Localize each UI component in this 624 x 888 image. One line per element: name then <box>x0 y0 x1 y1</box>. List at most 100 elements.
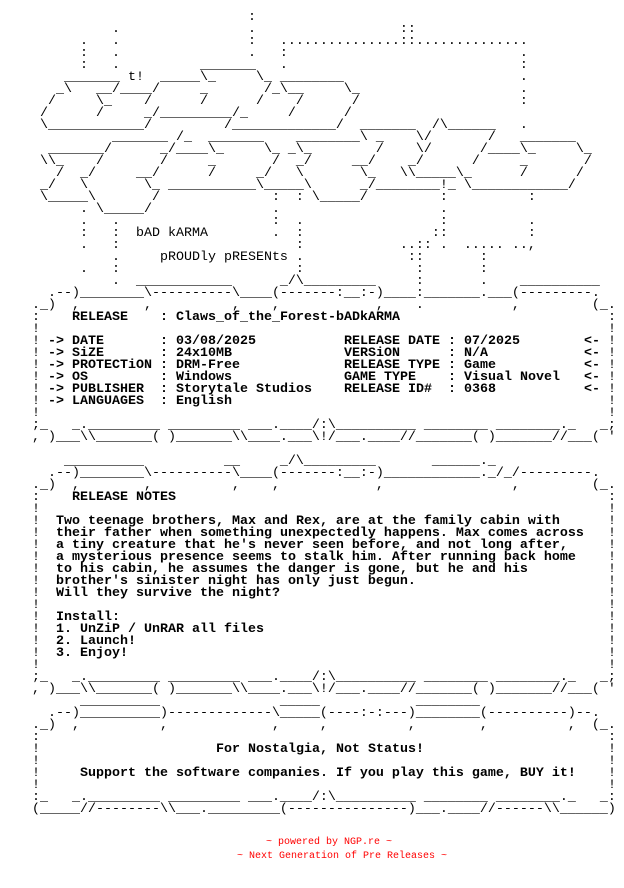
info-label: SiZE <box>72 346 104 361</box>
separator: : <box>160 394 168 409</box>
box-side-border: ! <box>32 406 40 421</box>
separator: : <box>160 358 168 373</box>
logo-art-line: _______ /_ _______ ________\ _ \/ / ____… <box>0 130 576 145</box>
separator: : <box>448 334 456 349</box>
info-label: RELEASE ID# <box>344 382 432 397</box>
info-value: 0368 <box>464 382 496 397</box>
info-value: English <box>176 394 232 409</box>
box-side-border: : <box>608 730 616 745</box>
notes-paragraph-line: their father when something unexpectedly… <box>56 526 584 541</box>
box-side-border: ! <box>32 322 40 337</box>
box-side-border: ! <box>608 586 616 601</box>
separator: : <box>160 370 168 385</box>
logo-art-line: _\ __/____/ _ /_\__ \_ . <box>0 82 528 97</box>
info-label: PROTECTiON <box>72 358 152 373</box>
notes-paragraph-line: Will they survive the night? <box>56 586 280 601</box>
arrow-right-marker: -> <box>48 370 64 385</box>
box-side-border: ! <box>32 634 40 649</box>
box-side-border: ! <box>608 514 616 529</box>
box-side-border: ! <box>32 562 40 577</box>
box-border-top: .--)________\----------\____(-------:__:… <box>0 466 600 481</box>
install-title: Install: <box>56 610 120 625</box>
box-side-border: ! <box>608 370 616 385</box>
logo-art-line: \____________/ /_____________/ _______ /… <box>0 118 528 133</box>
info-value: Windows <box>176 370 232 385</box>
info-label: RELEASE TYPE <box>344 358 440 373</box>
box-side-border: ! <box>608 658 616 673</box>
box-border-bottom: , )___\\_______( )_______\\____.___\!/__… <box>0 430 616 445</box>
box-side-border: : <box>32 490 40 505</box>
install-step: 2. Launch! <box>56 634 136 649</box>
logo-art-line: _______ t! _____\_ \_ ________ . <box>0 70 528 85</box>
box-side-border: ! <box>608 778 616 793</box>
box-border-bottom: , )___\\_______( )_______\\____.___\!/__… <box>0 682 616 697</box>
box-side-border: : <box>32 310 40 325</box>
info-value: Storytale Studios <box>176 382 312 397</box>
box-side-border: ! <box>32 610 40 625</box>
logo-art-line: . \_____/ . . <box>0 202 448 217</box>
box-side-border: ! <box>608 610 616 625</box>
arrow-right-marker: -> <box>48 334 64 349</box>
box-side-border: ! <box>608 550 616 565</box>
logo-art-line: . : : : : <box>0 262 488 277</box>
logo-art-line: : . _______ . : <box>0 58 528 73</box>
box-side-border: ! <box>32 766 40 781</box>
separator: : <box>160 334 168 349</box>
box-border-top: __________ __ _/\_________ ______._ <box>0 454 496 469</box>
support-message: Support the software companies. If you p… <box>80 766 576 781</box>
box-border-bottom: ;_ _._________ _________ ___.____/:\____… <box>0 418 616 433</box>
box-side-border: ! <box>32 526 40 541</box>
logo-art-line: . . : . : . <box>0 214 536 229</box>
separator: : <box>160 346 168 361</box>
info-label: DATE <box>72 334 104 349</box>
box-border-top: .--)__________)-------------\_____(----:… <box>0 706 600 721</box>
notes-paragraph-line: Two teenage brothers, Max and Rex, are a… <box>56 514 560 529</box>
powered-by-text: ~ powered by NGP.re ~ <box>266 837 393 848</box>
separator: : <box>448 346 456 361</box>
box-border-top: .--)________\----------\____(-------:__:… <box>0 286 600 301</box>
box-side-border: ! <box>32 646 40 661</box>
arrow-right-marker: -> <box>48 394 64 409</box>
box-side-border: ! <box>32 574 40 589</box>
separator: : <box>448 370 456 385</box>
box-side-border: ! <box>32 358 40 373</box>
arrow-right-marker: -> <box>48 346 64 361</box>
box-side-border: ! <box>32 742 40 757</box>
info-value: N/A <box>464 346 488 361</box>
group-name-line: : : bAD kARMA . : :: : <box>0 226 536 241</box>
install-step: 1. UnZiP / UnRAR all files <box>56 622 264 637</box>
info-label: LANGUAGES <box>72 394 144 409</box>
release-label: RELEASE <box>72 310 128 325</box>
notes-paragraph-line: a tiny creature that he's never seen bef… <box>56 538 568 553</box>
box-side-border: ! <box>608 526 616 541</box>
box-side-border: ! <box>608 406 616 421</box>
arrow-left-marker: <- <box>584 370 600 385</box>
box-side-border: ! <box>32 622 40 637</box>
box-border-bottom: ;_ _._________ _________ ___.____/:\____… <box>0 670 616 685</box>
box-side-border: ! <box>32 538 40 553</box>
logo-art-line: / / _/_________/_ / / <box>0 106 352 121</box>
box-side-border: ! <box>608 382 616 397</box>
box-side-border: : <box>608 490 616 505</box>
release-notes-title: RELEASE NOTES <box>72 490 176 505</box>
box-side-border: ! <box>608 574 616 589</box>
motto: For Nostalgia, Not Status! <box>216 742 424 757</box>
box-side-border: : <box>32 730 40 745</box>
box-side-border: ! <box>608 634 616 649</box>
notes-paragraph-line: a mysterious presence seems to stalk him… <box>56 550 576 565</box>
info-value: 24x10MB <box>176 346 232 361</box>
box-border-top: ._) , , , , , . , (_. <box>0 298 616 313</box>
arrow-left-marker: <- <box>584 358 600 373</box>
info-label: VERSiON <box>344 346 400 361</box>
separator: : <box>448 358 456 373</box>
box-side-border: ! <box>608 502 616 517</box>
box-side-border: ! <box>32 514 40 529</box>
box-border-top: ._) , , , , , , (_. <box>0 478 616 493</box>
info-value: Game <box>464 358 496 373</box>
presents-line: . pROUDly pRESENts . :: : <box>0 250 488 265</box>
logo-art-line: . : : ..:: . ..... .., <box>0 238 536 253</box>
arrow-left-marker: <- <box>584 346 600 361</box>
box-border-top: ._) , , , , , , , (_. <box>0 718 616 733</box>
box-side-border: ! <box>608 394 616 409</box>
box-side-border: ! <box>32 586 40 601</box>
